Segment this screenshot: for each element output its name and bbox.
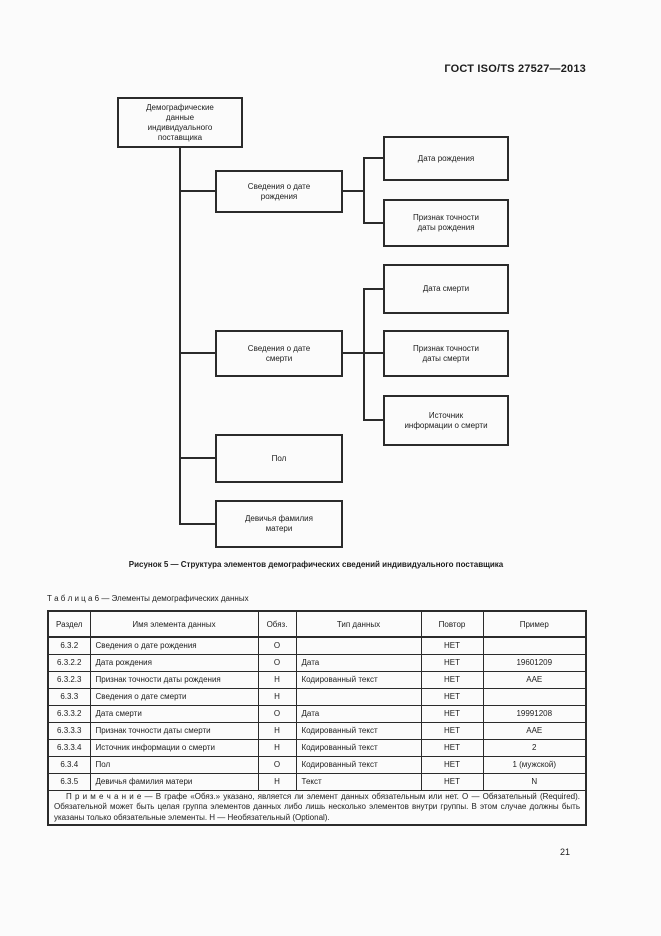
table-row: 6.3.3.3 Признак точности даты смерти Н К…	[47, 721, 587, 740]
connector-birth-branch	[363, 157, 365, 224]
table-row: 6.3.5 Девичья фамилия матери Н Текст НЕТ…	[47, 772, 587, 791]
cell-required: Н	[257, 687, 297, 706]
diagram-node-death-source: Источник информации о смерти	[383, 395, 509, 446]
col-header-data-type: Тип данных	[295, 610, 422, 638]
cell-required: Н	[257, 670, 297, 689]
connector-to-birth-group	[180, 190, 215, 192]
diagram-node-sex: Пол	[215, 434, 343, 483]
cell-required: Н	[257, 738, 297, 757]
connector-to-sex	[180, 457, 215, 459]
cell-repeat: НЕТ	[420, 755, 484, 774]
cell-repeat: НЕТ	[420, 636, 484, 655]
cell-example: N	[482, 772, 587, 791]
cell-example	[482, 636, 587, 655]
cell-example: 1 (мужской)	[482, 755, 587, 774]
cell-element-name: Дата рождения	[89, 653, 259, 672]
cell-repeat: НЕТ	[420, 687, 484, 706]
table-row: 6.3.2.2 Дата рождения О Дата НЕТ 1960120…	[47, 653, 587, 672]
cell-section: 6.3.2.3	[47, 670, 91, 689]
cell-repeat: НЕТ	[420, 670, 484, 689]
diagram-node-death-date: Дата смерти	[383, 264, 509, 314]
col-header-example: Пример	[482, 610, 587, 638]
cell-element-name: Источник информации о смерти	[89, 738, 259, 757]
diagram-node-birth-accuracy: Признак точности даты рождения	[383, 199, 509, 247]
cell-data-type: Текст	[295, 772, 422, 791]
cell-repeat: НЕТ	[420, 653, 484, 672]
table-row: 6.3.3.2 Дата смерти О Дата НЕТ 19991208	[47, 704, 587, 723]
diagram-node-birth-date: Дата рождения	[383, 136, 509, 181]
connector-death-branch	[363, 288, 365, 421]
diagram-node-death-accuracy: Признак точности даты смерти	[383, 330, 509, 377]
cell-required: О	[257, 704, 297, 723]
figure-caption: Рисунок 5 — Структура элементов демограф…	[128, 560, 504, 569]
connector-to-death-date	[363, 288, 383, 290]
table-row: 6.3.3.4 Источник информации о смерти Н К…	[47, 738, 587, 757]
table-note: П р и м е ч а н и е — В графе «Обяз.» ук…	[47, 789, 587, 826]
cell-example: 19601209	[482, 653, 587, 672]
connector-to-birth-accuracy	[363, 222, 383, 224]
cell-example: 2	[482, 738, 587, 757]
cell-data-type: Кодированный текст	[295, 721, 422, 740]
cell-data-type	[295, 636, 422, 655]
cell-data-type	[295, 687, 422, 706]
diagram-node-maiden-name: Девичья фамилия матери	[215, 500, 343, 548]
cell-data-type: Кодированный текст	[295, 738, 422, 757]
connector-to-death-group	[180, 352, 215, 354]
cell-section: 6.3.2	[47, 636, 91, 655]
table-title: Т а б л и ц а 6 — Элементы демографическ…	[47, 594, 249, 603]
cell-section: 6.3.3.4	[47, 738, 91, 757]
table-row: 6.3.2 Сведения о дате рождения О НЕТ	[47, 636, 587, 655]
cell-example: 19991208	[482, 704, 587, 723]
cell-repeat: НЕТ	[420, 704, 484, 723]
cell-required: Н	[257, 721, 297, 740]
cell-required: Н	[257, 772, 297, 791]
cell-required: О	[257, 755, 297, 774]
cell-data-type: Кодированный текст	[295, 670, 422, 689]
cell-example	[482, 687, 587, 706]
col-header-element-name: Имя элемента данных	[89, 610, 259, 638]
cell-element-name: Признак точности даты рождения	[89, 670, 259, 689]
col-header-section: Раздел	[47, 610, 91, 638]
page-number: 21	[559, 847, 570, 857]
cell-required: О	[257, 653, 297, 672]
connector-to-maiden-name	[180, 523, 215, 525]
cell-section: 6.3.5	[47, 772, 91, 791]
col-header-repeat: Повтор	[420, 610, 484, 638]
cell-data-type: Дата	[295, 704, 422, 723]
diagram-node-root: Демографические данные индивидуального п…	[117, 97, 243, 148]
cell-example: ААЕ	[482, 670, 587, 689]
document-header: ГОСТ ISO/TS 27527—2013	[444, 63, 586, 75]
table-note-row: П р и м е ч а н и е — В графе «Обяз.» ук…	[47, 789, 587, 826]
cell-repeat: НЕТ	[420, 721, 484, 740]
cell-repeat: НЕТ	[420, 738, 484, 757]
table-row: 6.3.4 Пол О Кодированный текст НЕТ 1 (му…	[47, 755, 587, 774]
cell-data-type: Дата	[295, 653, 422, 672]
diagram-node-death-group: Сведения о дате смерти	[215, 330, 343, 377]
cell-section: 6.3.3	[47, 687, 91, 706]
connector-to-death-source	[363, 419, 383, 421]
cell-element-name: Признак точности даты смерти	[89, 721, 259, 740]
connector-birth-group-out	[343, 190, 365, 192]
col-header-required: Обяз.	[257, 610, 297, 638]
cell-repeat: НЕТ	[420, 772, 484, 791]
elements-table: Раздел Имя элемента данных Обяз. Тип дан…	[47, 610, 587, 826]
connector-to-birth-date	[363, 157, 383, 159]
cell-data-type: Кодированный текст	[295, 755, 422, 774]
cell-element-name: Пол	[89, 755, 259, 774]
cell-example: ААЕ	[482, 721, 587, 740]
table-header-row: Раздел Имя элемента данных Обяз. Тип дан…	[47, 610, 587, 638]
cell-section: 6.3.2.2	[47, 653, 91, 672]
table-row: 6.3.3 Сведения о дате смерти Н НЕТ	[47, 687, 587, 706]
cell-element-name: Сведения о дате рождения	[89, 636, 259, 655]
cell-element-name: Дата смерти	[89, 704, 259, 723]
cell-required: О	[257, 636, 297, 655]
cell-element-name: Сведения о дате смерти	[89, 687, 259, 706]
cell-section: 6.3.3.2	[47, 704, 91, 723]
cell-element-name: Девичья фамилия матери	[89, 772, 259, 791]
diagram-node-birth-group: Сведения о дате рождения	[215, 170, 343, 213]
cell-section: 6.3.4	[47, 755, 91, 774]
cell-section: 6.3.3.3	[47, 721, 91, 740]
connector-trunk-line	[179, 148, 181, 525]
table-row: 6.3.2.3 Признак точности даты рождения Н…	[47, 670, 587, 689]
